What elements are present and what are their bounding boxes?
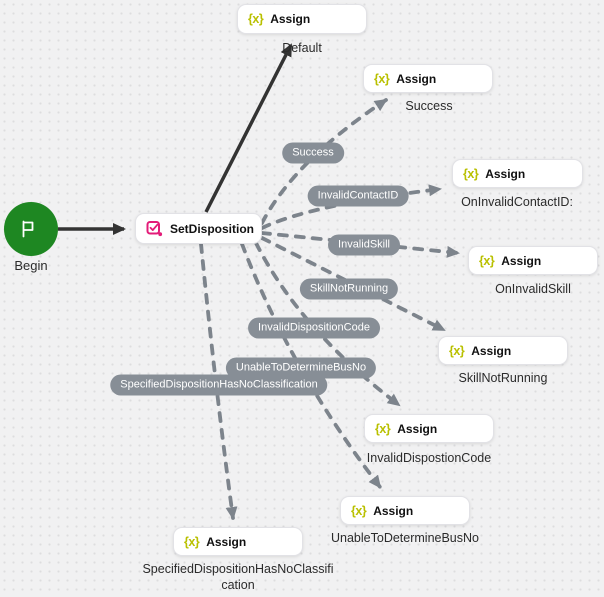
node-title: Assign (396, 71, 437, 86)
node-assign-skillnotrunning[interactable]: {x} Assign (438, 336, 568, 365)
edge-setdisposition-to-default[interactable] (204, 43, 293, 213)
assign-icon: {x} (449, 343, 465, 358)
node-begin-label: Begin (14, 258, 48, 273)
node-label-success: Success (405, 99, 453, 113)
node-title: Assign (501, 253, 542, 268)
node-label-oninvalidcontactid: OnInvalidContactID: (461, 195, 573, 209)
node-assign-oninvalidcontactid[interactable]: {x} Assign (452, 159, 583, 188)
node-assign-invaliddispostioncode[interactable]: {x} Assign (364, 414, 494, 443)
node-title: Assign (373, 503, 414, 518)
node-label-oninvalidskill: OnInvalidSkill (495, 282, 571, 296)
edge-invalidcontactid[interactable] (260, 184, 442, 230)
assign-icon: {x} (375, 421, 391, 436)
setdisposition-icon (146, 220, 163, 237)
assign-icon: {x} (374, 71, 390, 86)
node-assign-success[interactable]: {x} Assign (363, 64, 493, 93)
assign-icon: {x} (479, 253, 495, 268)
node-setdisposition[interactable]: SetDisposition (135, 213, 262, 244)
assign-icon: {x} (248, 12, 264, 26)
node-title: Assign (397, 421, 438, 436)
assign-icon: {x} (184, 534, 200, 549)
node-begin[interactable] (4, 202, 58, 256)
edge-invalidskill[interactable] (260, 231, 460, 258)
edge-label-invalidcontactid[interactable]: InvalidContactID (307, 185, 409, 207)
edge-label-specifieddisposition[interactable]: SpecifiedDispositionHasNoClassification (110, 374, 328, 396)
node-label-invaliddispostioncode: InvalidDispostionCode (366, 451, 492, 465)
edge-label-unabletodeterminebusno[interactable]: UnableToDetermineBusNo (225, 357, 377, 379)
edge-label-invaliddispositioncode[interactable]: InvalidDispositionCode (248, 317, 380, 339)
node-title: SetDisposition (170, 221, 255, 236)
edge-label-success[interactable]: Success (282, 142, 344, 164)
node-label-default: Default (282, 41, 322, 55)
assign-icon: {x} (351, 503, 367, 518)
edge-label-invalidskill[interactable]: InvalidSkill (328, 234, 400, 256)
node-assign-unabletodeterminebusno[interactable]: {x} Assign (340, 496, 470, 525)
edge-success[interactable] (260, 98, 388, 225)
node-title: Assign (206, 534, 247, 549)
node-label-specifieddisposition: SpecifiedDispositionHasNoClassification (142, 562, 334, 592)
node-title: Assign (471, 343, 512, 358)
node-label-skillnotrunning: SkillNotRunning (458, 371, 548, 385)
edge-label-skillnotrunning[interactable]: SkillNotRunning (299, 278, 399, 300)
node-assign-oninvalidskill[interactable]: {x} Assign (468, 246, 598, 275)
node-assign-specifieddisposition[interactable]: {x} Assign (173, 527, 303, 556)
node-title: Assign (270, 12, 311, 26)
node-title: Assign (485, 166, 526, 181)
assign-icon: {x} (463, 166, 479, 181)
node-assign-default[interactable]: {x} Assign (237, 4, 367, 34)
node-label-unabletodeterminebusno: UnableToDetermineBusNo (331, 531, 479, 545)
flag-icon (17, 218, 39, 240)
